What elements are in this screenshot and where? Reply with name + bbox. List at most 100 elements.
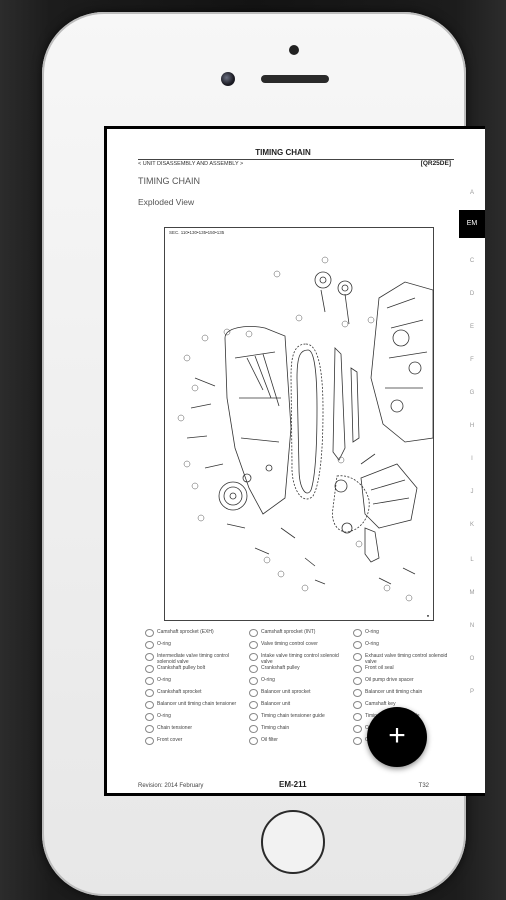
legend-label: Balancer unit sprocket [261,689,311,695]
section-index-bar: A EM C D E F G H I J K L M N O P [459,129,485,793]
legend-number-circle-icon [145,653,154,661]
exploded-view-diagram: SEC. 110•130•135•150•135 [164,227,434,621]
legend-number-circle-icon [145,641,154,649]
index-item[interactable]: M [469,590,475,596]
legend-number-circle-icon [249,713,258,721]
legend-label: O-ring [157,641,171,647]
index-item[interactable]: L [470,557,474,563]
page-title: TIMING CHAIN [255,148,311,157]
index-item[interactable]: G [469,390,475,396]
front-camera [221,72,235,86]
title-divider [138,159,454,160]
legend-label: O-ring [261,677,275,683]
legend-number-circle-icon [353,665,362,673]
legend-item: O-ring [249,677,351,689]
document-page[interactable]: TIMING CHAIN < UNIT DISASSEMBLY AND ASSE… [107,129,459,793]
legend-number-circle-icon [249,677,258,685]
legend-label: Balancer unit [261,701,291,707]
legend-item: Intake valve timing control solenoid val… [249,653,351,665]
legend-label: Front cover [157,737,183,743]
legend-number-circle-icon [249,641,258,649]
legend-number-circle-icon [145,629,154,637]
legend-number-circle-icon [353,677,362,685]
legend-number-circle-icon [145,665,154,673]
legend-item: Crankshaft pulley [249,665,351,677]
legend-number-circle-icon [145,725,154,733]
legend-label: Intermediate valve timing control soleno… [157,653,229,665]
legend-number-circle-icon [249,629,258,637]
legend-item: O-ring [353,641,455,653]
legend-number-circle-icon [249,725,258,733]
legend-label: Front oil seal [365,665,394,671]
legend-label: Crankshaft pulley [261,665,300,671]
add-fab-button[interactable]: + [367,707,427,767]
legend-item: Crankshaft sprocket [145,689,247,701]
footer-page-code: EM-211 [279,780,307,789]
legend-label: Balancer unit timing chain [365,689,423,695]
legend-item: Balancer unit sprocket [249,689,351,701]
legend-number-circle-icon [353,689,362,697]
legend-label: Oil pump drive spacer [365,677,414,683]
legend-label: Crankshaft sprocket [157,689,202,695]
legend-item: O-ring [145,641,247,653]
legend-label: Balancer unit timing chain tensioner [157,701,237,707]
legend-item: Front oil seal [353,665,455,677]
index-item[interactable]: H [469,423,475,429]
legend-number-circle-icon [249,701,258,709]
legend-label: Crankshaft pulley bolt [157,665,206,671]
index-item[interactable]: P [469,689,474,695]
home-button[interactable] [261,810,325,874]
legend-item: O-ring [353,629,455,641]
screen: TIMING CHAIN < UNIT DISASSEMBLY AND ASSE… [104,126,485,796]
legend-label: Camshaft sprocket (INT) [261,629,316,635]
index-item[interactable]: I [471,456,473,462]
diagram-reference-mark: ■ [426,614,429,618]
legend-label: Camshaft key [365,701,396,707]
legend-item: Timing chain tensioner guide [249,713,351,725]
legend-item: Front cover [145,737,247,749]
legend-item: O-ring [145,677,247,689]
index-item[interactable]: N [469,623,475,629]
legend-label: Intake valve timing control solenoid val… [261,653,339,665]
index-item[interactable]: A [469,190,474,196]
legend-item: Crankshaft pulley bolt [145,665,247,677]
legend-item: O-ring [145,713,247,725]
legend-label: Exhaust valve timing control solenoid va… [365,653,448,665]
legend-label: Timing chain [261,725,290,731]
legend-label: Camshaft sprocket (EXH) [157,629,214,635]
legend-item: Chain tensioner [145,725,247,737]
index-item[interactable]: C [469,258,475,264]
legend-item: Camshaft sprocket (EXH) [145,629,247,641]
footer-revision: Revision: 2014 February [138,783,204,789]
index-item[interactable]: D [469,291,475,297]
footer-page-number: T32 [418,783,429,789]
index-item[interactable]: E [469,324,474,330]
legend-number-circle-icon [353,725,362,733]
index-item[interactable]: K [469,522,474,528]
subsection-heading: Exploded View [138,197,195,207]
legend-number-circle-icon [353,713,362,721]
legend-number-circle-icon [249,689,258,697]
legend-label: O-ring [157,677,171,683]
legend-item: Intermediate valve timing control soleno… [145,653,247,665]
legend-item: Timing chain [249,725,351,737]
legend-number-circle-icon [353,737,362,745]
page-subtitle: < UNIT DISASSEMBLY AND ASSEMBLY > [138,161,244,167]
legend-label: Chain tensioner [157,725,193,731]
legend-label: Timing chain tensioner guide [261,713,325,719]
legend-item: Exhaust valve timing control solenoid va… [353,653,455,665]
legend-number-circle-icon [249,737,258,745]
legend-label: Valve timing control cover [261,641,318,647]
index-item-active[interactable]: EM [459,210,485,238]
index-item[interactable]: O [469,656,475,662]
engine-code: [QR25DE] [420,160,451,167]
camera-dot [289,45,299,55]
legend-item: Oil filter [249,737,351,749]
index-item[interactable]: J [470,489,474,495]
legend-number-circle-icon [145,689,154,697]
engine-parts-drawing [177,256,434,602]
index-item[interactable]: F [470,357,474,363]
legend-number-circle-icon [145,737,154,745]
legend-label: Oil filter [261,737,278,743]
legend-number-circle-icon [353,653,362,661]
